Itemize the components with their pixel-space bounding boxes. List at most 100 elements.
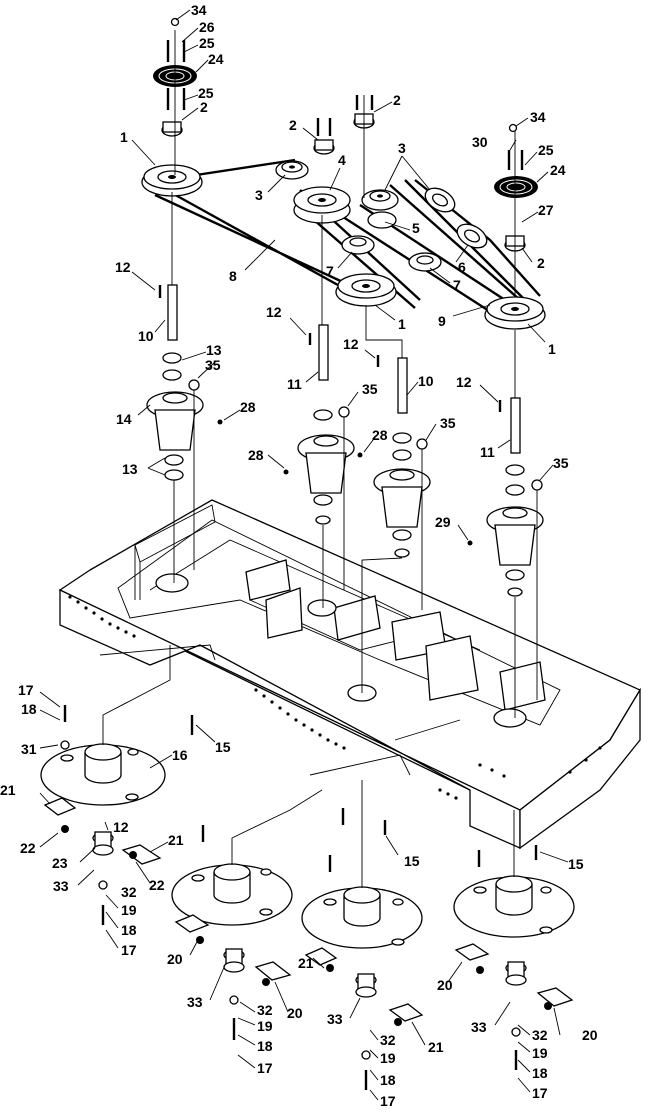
callout-32: 32 (121, 884, 137, 900)
callout-31: 31 (21, 741, 37, 757)
blades-and-hubs (43, 797, 574, 1022)
pulley-right (484, 296, 546, 330)
callout-28: 28 (240, 399, 256, 415)
callout-21: 21 (298, 955, 314, 971)
callout-15: 15 (215, 739, 231, 755)
callout-3: 3 (255, 187, 263, 203)
callout-7: 7 (453, 277, 461, 293)
callout-13: 13 (122, 461, 138, 477)
callout-18: 18 (21, 701, 37, 717)
callout-3: 3 (398, 140, 406, 156)
callout-17: 17 (380, 1093, 396, 1109)
callout-12: 12 (113, 819, 129, 835)
callout-7: 7 (326, 263, 334, 279)
callout-11: 11 (480, 444, 495, 460)
callout-13: 13 (206, 342, 222, 358)
callout-15: 15 (404, 853, 420, 869)
callout-labels: 34 26 25 24 25 2 1 2 2 3 4 3 34 30 25 24… (0, 2, 598, 1109)
blade-disc-3 (301, 780, 423, 949)
callout-33: 33 (53, 878, 69, 894)
callout-18: 18 (121, 922, 137, 938)
callout-22: 22 (149, 877, 165, 893)
callout-19: 19 (257, 1018, 273, 1034)
callout-2: 2 (200, 99, 208, 115)
callout-6: 6 (458, 259, 466, 275)
leader-lines (39, 9, 569, 1101)
callout-10: 10 (138, 328, 154, 344)
callout-19: 19 (121, 902, 137, 918)
callout-19: 19 (380, 1050, 396, 1066)
spring-assembly-right (494, 125, 538, 295)
callout-30: 30 (472, 134, 488, 150)
callout-11: 11 (287, 376, 302, 392)
callout-22: 22 (20, 840, 36, 856)
callout-1: 1 (398, 316, 406, 332)
callout-15: 15 (568, 856, 584, 872)
spring-assembly-left (153, 30, 197, 175)
callout-23: 23 (52, 855, 68, 871)
callout-32: 32 (257, 1002, 273, 1018)
idler-pulleys-7 (341, 235, 442, 272)
callout-26: 26 (199, 19, 215, 35)
callout-8: 8 (229, 268, 237, 284)
callout-24: 24 (208, 51, 224, 67)
callout-5: 5 (412, 220, 420, 236)
shafts (167, 192, 521, 454)
callout-25: 25 (198, 85, 214, 101)
callout-20: 20 (167, 951, 183, 967)
callout-35: 35 (553, 455, 569, 471)
callout-21: 21 (0, 782, 16, 798)
callout-18: 18 (380, 1072, 396, 1088)
pulleys (141, 160, 546, 330)
callout-20: 20 (582, 1027, 598, 1043)
blade-disc-2 (171, 789, 323, 926)
callout-17: 17 (532, 1085, 548, 1101)
callout-18: 18 (532, 1065, 548, 1081)
callout-21: 21 (168, 832, 184, 848)
callout-29: 29 (435, 514, 451, 530)
spindle-housings (146, 352, 544, 718)
callout-17: 17 (18, 682, 34, 698)
callout-33: 33 (187, 994, 203, 1010)
blade-disc-4 (453, 810, 575, 938)
callout-33: 33 (471, 1019, 487, 1035)
idler-pulleys-right (361, 187, 488, 249)
callout-16: 16 (172, 747, 188, 763)
callout-12: 12 (456, 374, 472, 390)
callout-35: 35 (362, 381, 378, 397)
pulley-center (335, 273, 397, 307)
double-pulley (293, 186, 351, 224)
callout-32: 32 (532, 1027, 548, 1043)
callout-28: 28 (372, 427, 388, 443)
callout-21: 21 (428, 1039, 444, 1055)
callout-34: 34 (530, 109, 546, 125)
skirt-holes (68, 595, 602, 800)
deck-housing (58, 499, 641, 850)
bolts (60, 17, 552, 1090)
callout-14: 14 (116, 411, 132, 427)
callout-1: 1 (548, 341, 556, 357)
callout-9: 9 (438, 313, 446, 329)
callout-25: 25 (538, 142, 554, 158)
callout-20: 20 (437, 977, 453, 993)
callout-1: 1 (120, 129, 128, 145)
callout-34: 34 (191, 2, 207, 18)
callout-12: 12 (266, 304, 282, 320)
idler-pulley-left (275, 160, 309, 180)
callout-33: 33 (327, 1011, 343, 1027)
callout-28: 28 (248, 447, 264, 463)
callout-35: 35 (205, 357, 221, 373)
pulley-left (141, 164, 203, 197)
callout-4: 4 (338, 152, 346, 168)
callout-20: 20 (287, 1005, 303, 1021)
callout-24: 24 (550, 162, 566, 178)
callout-2: 2 (393, 92, 401, 108)
callout-17: 17 (257, 1060, 273, 1076)
callout-2: 2 (537, 255, 545, 271)
callout-35: 35 (440, 415, 456, 431)
callout-25: 25 (199, 35, 215, 51)
callout-12: 12 (115, 259, 131, 275)
callout-17: 17 (121, 942, 137, 958)
callout-27: 27 (538, 202, 554, 218)
callout-18: 18 (257, 1038, 273, 1054)
